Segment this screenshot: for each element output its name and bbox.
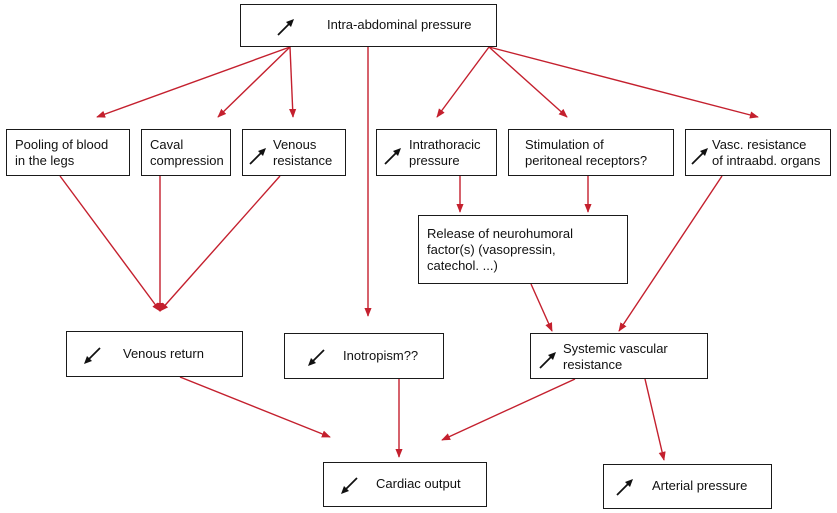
node-intra-abdominal-pressure: Intra-abdominal pressure [240,4,497,47]
node-label: Arterial pressure [652,478,748,493]
node-label: Caval compression [150,137,224,168]
node-label: Venous resistance [273,137,333,168]
node-vasc-resistance-intraabd-organs: Vasc. resistance of intraabd. organs [685,129,831,176]
node-systemic-vascular-resistance: Systemic vascular resistance [530,333,708,379]
arrow-down-icon [83,347,101,365]
edge-iap-to-pooling [96,46,291,118]
node-label: Vasc. resistance of intraabd. organs [712,137,821,168]
node-label: Release of neurohumoral factor(s) (vasop… [427,226,573,273]
node-inotropism: Inotropism?? [284,333,444,379]
node-caval-compression: Caval compression [141,129,231,176]
node-label: Intra-abdominal pressure [327,17,472,32]
node-label: Cardiac output [376,476,461,491]
node-pooling-of-blood: Pooling of blood in the legs [6,129,130,176]
arrow-up-icon [277,18,295,36]
node-label: Pooling of blood in the legs [15,137,109,168]
edge-vascres-to-svr [618,175,723,332]
edge-svr-to-co [441,378,576,441]
edge-iap-to-perit [488,46,568,118]
arrow-up-icon [539,351,557,369]
node-label: Stimulation of peritoneal receptors? [525,137,648,168]
arrow-up-icon [249,147,267,165]
edge-venret-to-co [179,376,331,438]
arrow-up-icon [691,147,709,165]
edge-pooling-to-venret [59,175,161,312]
node-venous-return: Venous return [66,331,243,377]
node-stimulation-peritoneal-receptors: Stimulation of peritoneal receptors? [508,129,674,176]
edge-iap-to-caval [217,46,291,118]
edge-neuro-to-svr [530,283,553,332]
node-label: Systemic vascular resistance [563,341,668,372]
edge-iap-to-vascres [488,46,759,119]
node-cardiac-output: Cardiac output [323,462,487,507]
edge-iap-to-venres [289,46,297,118]
node-arterial-pressure: Arterial pressure [603,464,772,509]
node-label: Intrathoracic pressure [409,137,481,168]
arrow-up-icon [616,478,634,496]
arrow-down-icon [307,349,325,367]
node-venous-resistance: Venous resistance [242,129,346,176]
edge-svr-to-ap [644,378,666,461]
node-label: Venous return [123,346,204,361]
edge-venres-to-venret [159,175,281,312]
arrow-down-icon [340,477,358,495]
node-label: Inotropism?? [343,348,419,363]
arrow-up-icon [384,147,402,165]
edge-iap-to-ithp [436,46,490,118]
node-intrathoracic-pressure: Intrathoracic pressure [376,129,497,176]
node-release-of-neurohumoral-factors: Release of neurohumoral factor(s) (vasop… [418,215,628,284]
